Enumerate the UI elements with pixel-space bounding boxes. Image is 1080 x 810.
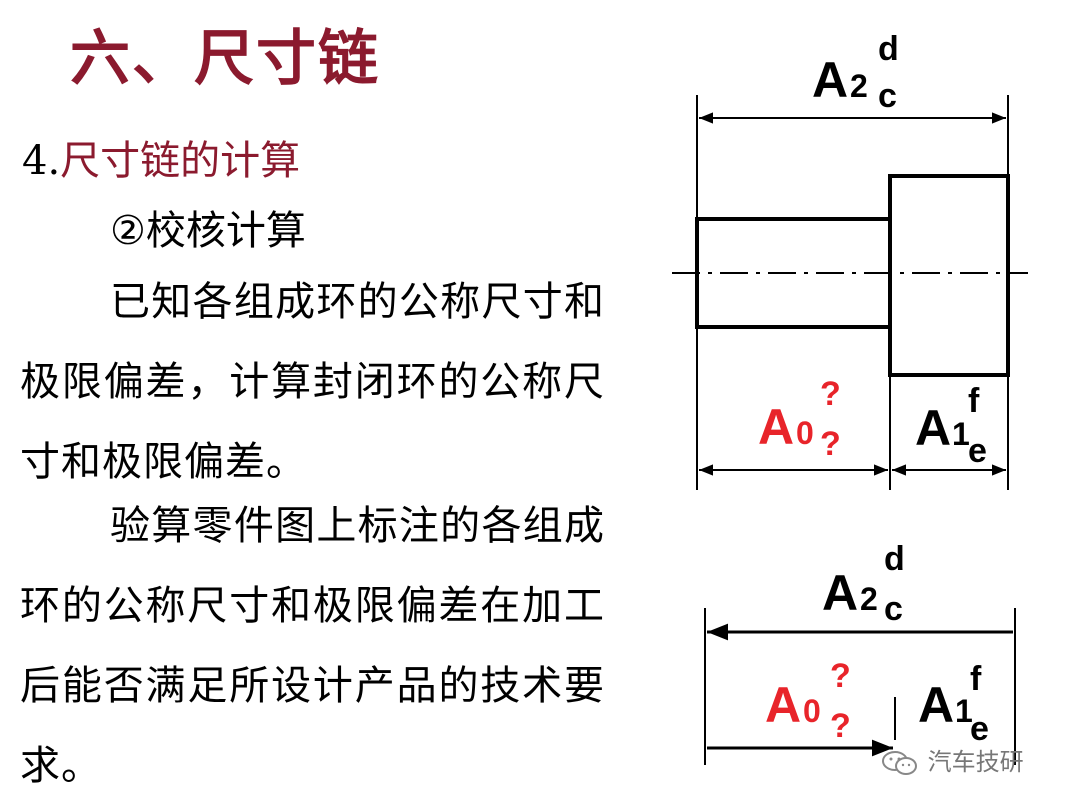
chain-diagram [704, 608, 1016, 765]
section-heading: 4.尺寸链的计算 [22, 128, 300, 186]
svg-text:?: ? [830, 707, 851, 745]
svg-text:f: f [970, 660, 982, 698]
svg-text:d: d [884, 540, 905, 578]
subsection-heading: ②校核计算 [110, 208, 306, 254]
paragraph-purpose: 验算零件图上标注的各组成环的公称尺寸和极限偏差在加工后能否满足所设计产品的技术要… [20, 503, 605, 789]
section-number: 4. [22, 138, 61, 184]
label-bottom-A2: A 2 d c [822, 540, 905, 628]
svg-text:2: 2 [860, 581, 878, 617]
section-label: 尺寸链的计算 [60, 138, 301, 184]
page-title: 六、尺寸链 [70, 24, 380, 94]
svg-text:?: ? [820, 375, 841, 413]
svg-text:A: A [765, 677, 801, 733]
svg-text:A: A [812, 52, 848, 108]
svg-text:c: c [878, 77, 897, 115]
label-bottom-A1: A 1 f e [918, 660, 989, 748]
svg-text:A: A [915, 400, 951, 456]
label-top-A1: A 1 f e [915, 382, 987, 470]
watermark-text: 汽车技研 [927, 748, 1024, 776]
shaft-large-step [888, 174, 1010, 377]
svg-text:e: e [970, 710, 989, 748]
svg-text:d: d [878, 30, 899, 68]
svg-text:0: 0 [803, 693, 821, 729]
svg-text:?: ? [820, 425, 841, 463]
svg-text:1: 1 [952, 416, 970, 452]
svg-text:A: A [822, 565, 858, 621]
label-top-A2: A 2 d c [812, 30, 899, 115]
shaft-part-drawing [672, 95, 1028, 490]
svg-text:f: f [968, 382, 980, 420]
svg-text:1: 1 [955, 693, 973, 729]
label-bottom-A0: A 0 ? ? [765, 657, 851, 745]
svg-text:A: A [918, 677, 954, 733]
label-top-A0: A 0 ? ? [758, 375, 841, 463]
svg-text:0: 0 [796, 415, 814, 451]
wechat-icon [882, 751, 917, 775]
watermark: 汽车技研 [880, 742, 1024, 777]
svg-text:c: c [884, 590, 903, 628]
svg-text:?: ? [830, 657, 851, 695]
svg-text:e: e [968, 432, 987, 470]
svg-text:2: 2 [850, 68, 868, 104]
svg-text:A: A [758, 399, 794, 455]
paragraph-definition: 已知各组成环的公称尺寸和极限偏差，计算封闭环的公称尺寸和极限偏差。 [20, 279, 605, 485]
